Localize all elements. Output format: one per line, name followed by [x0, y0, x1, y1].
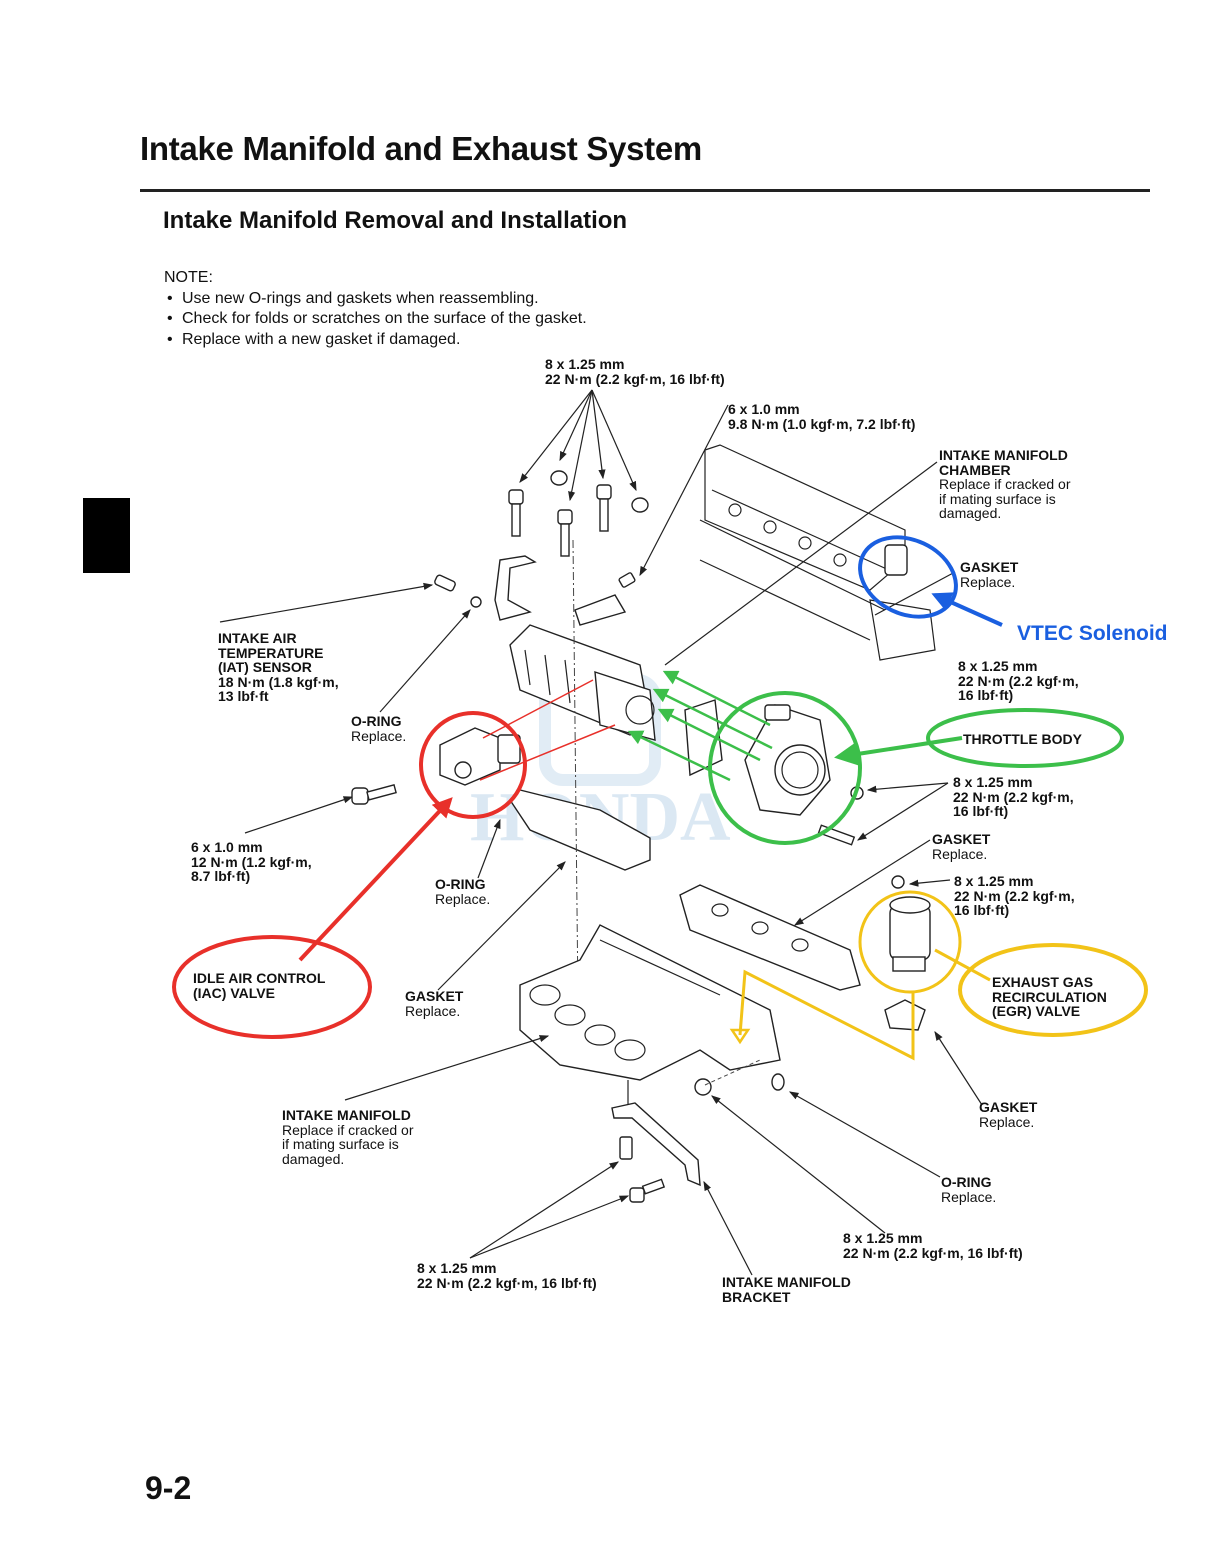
label-gasket-throttle: GASKET Replace. — [932, 831, 991, 862]
label-gasket-iac: GASKET Replace. — [405, 988, 464, 1019]
section-tab-marker — [83, 498, 130, 573]
note-item: Use new O-rings and gaskets when reassem… — [164, 289, 587, 310]
intake-manifold-art — [519, 924, 781, 1081]
note-block: NOTE: Use new O-rings and gaskets when r… — [164, 268, 587, 350]
bracket-art — [611, 1102, 701, 1187]
note-list: Use new O-rings and gaskets when reassem… — [164, 289, 587, 351]
page-number: 9-2 — [145, 1470, 192, 1506]
label-bracket-bolt-top: 6 x 1.0 mm 9.8 N·m (1.0 kgf·m, 7.2 lbf·f… — [728, 401, 916, 432]
iac-gasket-art — [509, 789, 651, 871]
label-oring-manifold: O-RING Replace. — [941, 1174, 997, 1205]
chamber-stay — [574, 594, 627, 626]
label-intake-manifold-chamber: INTAKE MANIFOLD CHAMBER Replace if crack… — [939, 447, 1071, 521]
subsection-title: Intake Manifold Removal and Installation — [163, 207, 628, 234]
egr-annotation — [729, 890, 1148, 1061]
egr-valve-art — [884, 875, 931, 1031]
note-item: Check for folds or scratches on the surf… — [164, 309, 587, 330]
label-intake-manifold-bracket: INTAKE MANIFOLD BRACKET — [722, 1274, 851, 1305]
note-heading: NOTE: — [164, 269, 213, 286]
label-gasket-vtec: GASKET Replace. — [960, 559, 1019, 590]
label-vtec-bolt: 8 x 1.25 mm 22 N·m (2.2 kgf·m, 16 lbf·ft… — [958, 658, 1079, 703]
label-iac-bolt: 6 x 1.0 mm 12 N·m (1.2 kgf·m, 8.7 lbf·ft… — [191, 839, 312, 884]
label-top-bolts: 8 x 1.25 mm 22 N·m (2.2 kgf·m, 16 lbf·ft… — [545, 356, 725, 387]
label-oring-iac: O-RING Replace. — [435, 876, 491, 907]
note-item: Replace with a new gasket if damaged. — [164, 330, 587, 351]
label-egr-valve: EXHAUST GAS RECIRCULATION (EGR) VALVE — [992, 974, 1107, 1019]
label-oring-iat: O-RING Replace. — [351, 713, 407, 744]
iac-annotation — [172, 679, 616, 1039]
throttle-annotation — [627, 670, 1124, 845]
top-bolts — [508, 470, 649, 557]
intake-manifold-chamber-art — [699, 444, 936, 661]
intake-chamber-part — [509, 624, 656, 741]
vtec-solenoid-annotation: VTEC Solenoid — [1017, 622, 1168, 645]
label-gasket-egr: GASKET Replace. — [979, 1099, 1038, 1130]
top-bolts-leaders — [519, 389, 637, 502]
label-iat-sensor: INTAKE AIR TEMPERATURE (IAT) SENSOR 18 N… — [218, 630, 339, 704]
throttle-body-art — [744, 704, 831, 816]
label-intake-manifold: INTAKE MANIFOLD Replace if cracked or if… — [282, 1107, 414, 1167]
exhaust-gasket-art — [679, 884, 861, 991]
label-egr-bolt: 8 x 1.25 mm 22 N·m (2.2 kgf·m, 16 lbf·ft… — [954, 873, 1075, 918]
iac-valve-art — [439, 727, 521, 786]
chamber-bracket — [494, 555, 537, 621]
label-throttle-body: THROTTLE BODY — [963, 731, 1082, 747]
section-title: Intake Manifold and Exhaust System — [140, 130, 702, 167]
label-iac-valve: IDLE AIR CONTROL (IAC) VALVE — [193, 970, 326, 1001]
label-bracket-bolts: 8 x 1.25 mm 22 N·m (2.2 kgf·m, 16 lbf·ft… — [417, 1260, 597, 1291]
label-throttle-bolts: 8 x 1.25 mm 22 N·m (2.2 kgf·m, 16 lbf·ft… — [953, 774, 1074, 819]
title-divider — [140, 189, 1150, 192]
label-manifold-nut: 8 x 1.25 mm 22 N·m (2.2 kgf·m, 16 lbf·ft… — [843, 1230, 1023, 1261]
vtec-annotation — [858, 535, 1003, 627]
